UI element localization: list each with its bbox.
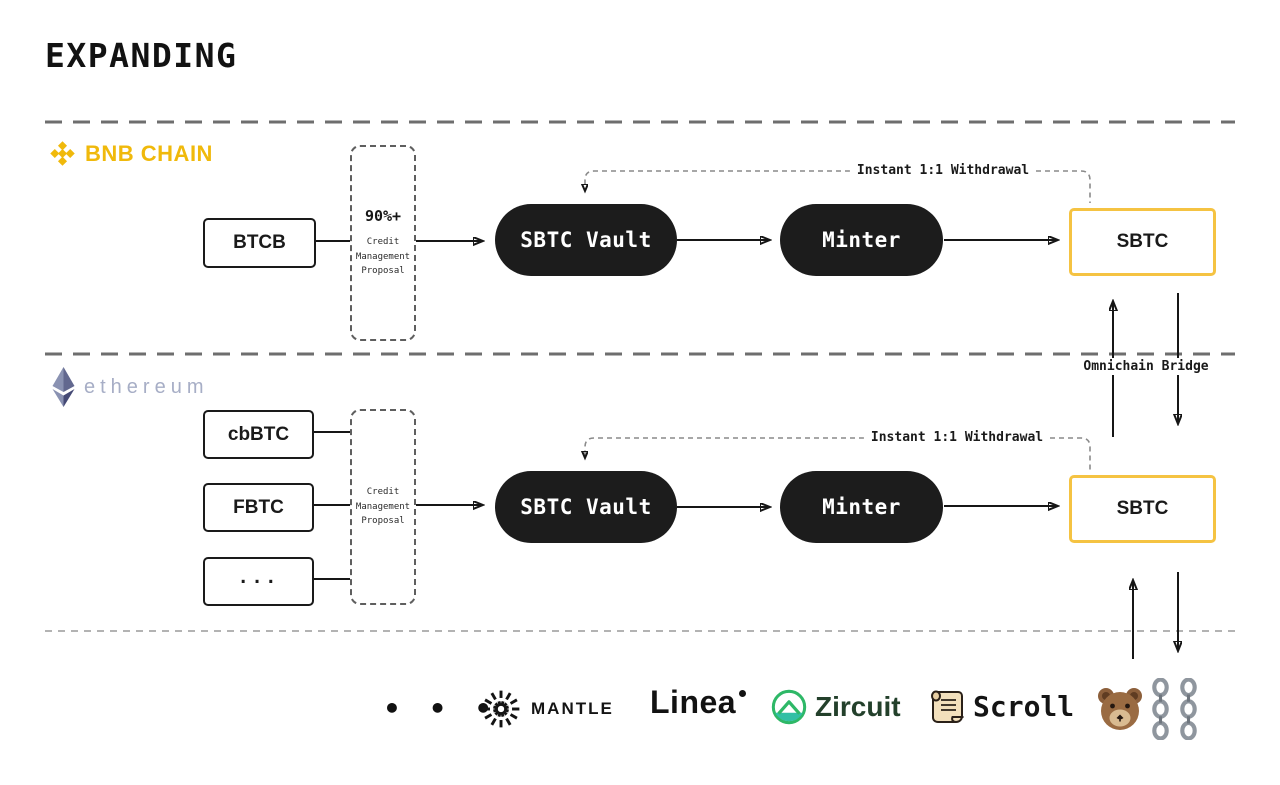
node-sbtc-vault-eth: SBTC Vault xyxy=(495,471,677,543)
mantle-logo: MANTLE xyxy=(480,688,614,730)
credit-percentage: 90%+ xyxy=(364,207,402,226)
scroll-label: Scroll xyxy=(973,689,1075,723)
chain-icon xyxy=(1180,678,1197,740)
mantle-label: MANTLE xyxy=(531,699,614,718)
node-minter-eth: Minter xyxy=(780,471,943,543)
zircuit-icon xyxy=(771,689,807,725)
ethereum-label: ethereum xyxy=(84,375,209,398)
mantle-icon xyxy=(482,690,520,728)
chain-icon xyxy=(1152,678,1169,740)
zircuit-label: Zircuit xyxy=(815,691,901,722)
node-more-tokens: ... xyxy=(203,557,314,606)
scroll-logo: Scroll xyxy=(925,686,1074,726)
bnb-chain-logo: BNB CHAIN xyxy=(48,139,213,168)
scroll-icon xyxy=(931,690,964,723)
withdrawal-label-eth: Instant 1:1 Withdrawal xyxy=(863,429,1051,446)
linea-dot xyxy=(739,690,747,697)
linea-label: Linea xyxy=(650,684,737,720)
zircuit-logo: Zircuit xyxy=(770,688,901,726)
more-tokens-ellipsis: ... xyxy=(237,567,280,588)
node-cbbtc: cbBTC xyxy=(203,410,314,459)
page-title: EXPANDING xyxy=(45,36,238,75)
withdrawal-label-bnb: Instant 1:1 Withdrawal xyxy=(849,162,1037,179)
credit-proposal-label: Credit Management Proposal xyxy=(355,237,411,277)
credit-proposal-box-bnb: 90%+ Credit Management Proposal xyxy=(350,145,416,341)
bnb-chain-label: BNB CHAIN xyxy=(85,140,213,166)
footer-more-chains-ellipsis: • • • xyxy=(383,692,501,725)
node-sbtc-vault-bnb: SBTC Vault xyxy=(495,204,677,276)
node-sbtc-bnb: SBTC xyxy=(1069,208,1216,276)
ethereum-icon xyxy=(52,367,75,407)
node-fbtc: FBTC xyxy=(203,483,314,532)
credit-proposal-label: Credit Management Proposal xyxy=(355,487,411,527)
node-btcb: BTCB xyxy=(203,218,316,268)
omnichain-bridge-label: Omnichain Bridge xyxy=(1076,358,1216,375)
node-sbtc-eth: SBTC xyxy=(1069,475,1216,543)
node-minter-bnb: Minter xyxy=(780,204,943,276)
credit-proposal-box-eth: Credit Management Proposal xyxy=(350,409,416,605)
berachain-logo xyxy=(1096,678,1200,740)
ellipsis-dots: • • • xyxy=(383,692,502,725)
bear-icon xyxy=(1098,688,1142,730)
linea-logo: Linea xyxy=(650,684,747,721)
ethereum-logo: ethereum xyxy=(50,366,209,408)
bnb-icon xyxy=(50,141,75,166)
